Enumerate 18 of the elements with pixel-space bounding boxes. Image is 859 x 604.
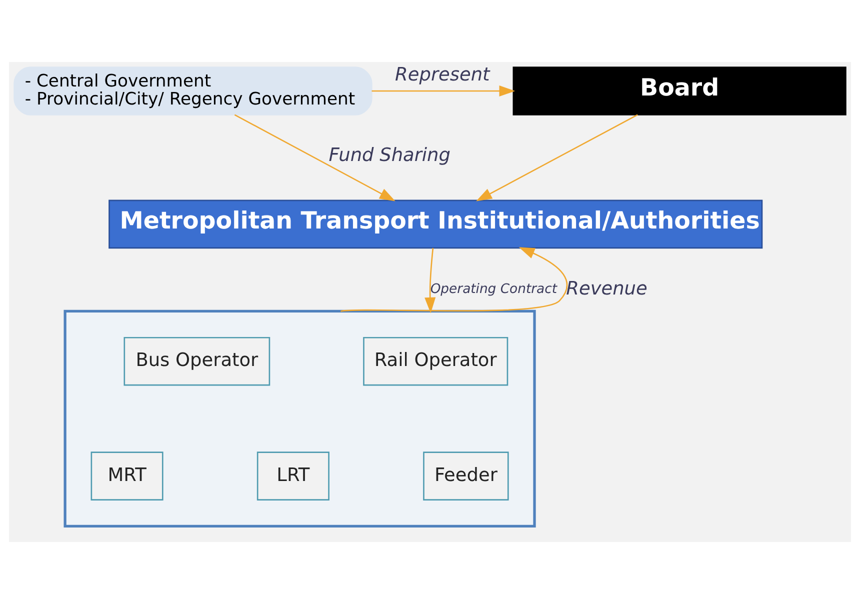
- node-box: Feeder: [422, 452, 508, 500]
- edge-label: Revenue: [566, 278, 647, 300]
- arrow: [340, 247, 568, 312]
- arrow: [234, 114, 395, 202]
- edge-label: Operating Contract: [430, 282, 557, 297]
- node-box: MRT: [90, 452, 163, 500]
- arrow: [424, 248, 436, 314]
- node-box: Metropolitan Transport Institutional/Authorities: [108, 200, 762, 249]
- arrow: [371, 85, 515, 97]
- node-box: LRT: [256, 452, 329, 500]
- node-box: - Central Government - Provincial/City/ Regency Government: [13, 66, 372, 116]
- node-box: Bus Operator: [123, 336, 270, 386]
- edge-label: Represent: [394, 64, 490, 86]
- node-box: Board: [512, 66, 846, 116]
- cluster: [63, 310, 536, 528]
- edge-label: Fund Sharing: [328, 145, 450, 166]
- node-box: Rail Operator: [362, 336, 508, 386]
- arrow: [476, 114, 638, 202]
